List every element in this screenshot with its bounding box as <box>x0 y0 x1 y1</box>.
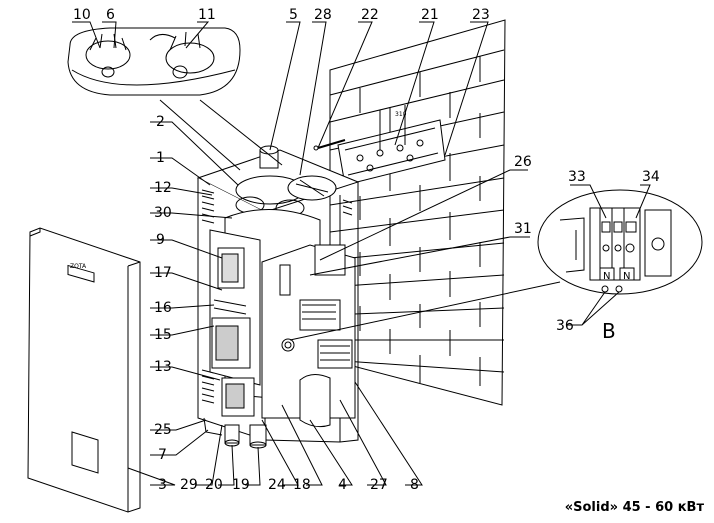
top-inset <box>67 27 241 96</box>
callout-5: 5 <box>289 7 298 23</box>
callout-17: 17 <box>154 265 172 281</box>
callout-28: 28 <box>314 7 332 23</box>
detail-label-b: B <box>602 319 616 343</box>
callout-7: 7 <box>158 447 167 463</box>
callout-27: 27 <box>370 477 388 493</box>
terminal-n-left: N <box>603 271 610 282</box>
terminal-n-right: N <box>623 271 630 282</box>
callout-12: 12 <box>154 180 172 196</box>
callout-36: 36 <box>556 318 574 334</box>
callout-22: 22 <box>361 7 379 23</box>
callout-18: 18 <box>293 477 311 493</box>
callout-15: 15 <box>154 327 172 343</box>
callout-31: 31 <box>514 221 532 237</box>
model-caption: «Solid» 45 - 60 кВт <box>564 500 704 515</box>
callout-11: 11 <box>198 7 216 23</box>
callout-10: 10 <box>73 7 91 23</box>
leader-lines <box>72 21 651 486</box>
callout-numbers: 10 6 11 5 28 22 21 23 2 1 12 30 9 17 16 … <box>73 7 660 493</box>
callout-6: 6 <box>106 7 115 23</box>
front-badge: ZOTA <box>70 263 87 270</box>
callout-21: 21 <box>421 7 439 23</box>
callout-13: 13 <box>154 359 172 375</box>
front-cover-panel: ZOTA <box>27 227 141 513</box>
callout-3: 3 <box>158 477 167 493</box>
callout-26: 26 <box>514 154 532 170</box>
callout-34: 34 <box>642 169 660 185</box>
callout-1: 1 <box>156 150 165 166</box>
callout-24: 24 <box>268 477 286 493</box>
callout-16: 16 <box>154 300 172 316</box>
callout-8: 8 <box>410 477 419 493</box>
callout-29: 29 <box>180 477 198 493</box>
boiler-housing <box>196 145 360 449</box>
callout-25: 25 <box>154 422 172 438</box>
callout-2: 2 <box>156 114 165 130</box>
bracket-dimension: 310 <box>395 111 407 118</box>
detail-b-terminal-block: N N B <box>537 189 703 343</box>
callout-4: 4 <box>338 477 347 493</box>
callout-30: 30 <box>154 205 172 221</box>
callout-19: 19 <box>232 477 250 493</box>
callout-33: 33 <box>568 169 586 185</box>
brick-wall <box>329 19 506 406</box>
mounting-bracket: 310 <box>313 105 446 186</box>
callout-23: 23 <box>472 7 490 23</box>
callout-20: 20 <box>205 477 223 493</box>
callout-9: 9 <box>156 232 165 248</box>
